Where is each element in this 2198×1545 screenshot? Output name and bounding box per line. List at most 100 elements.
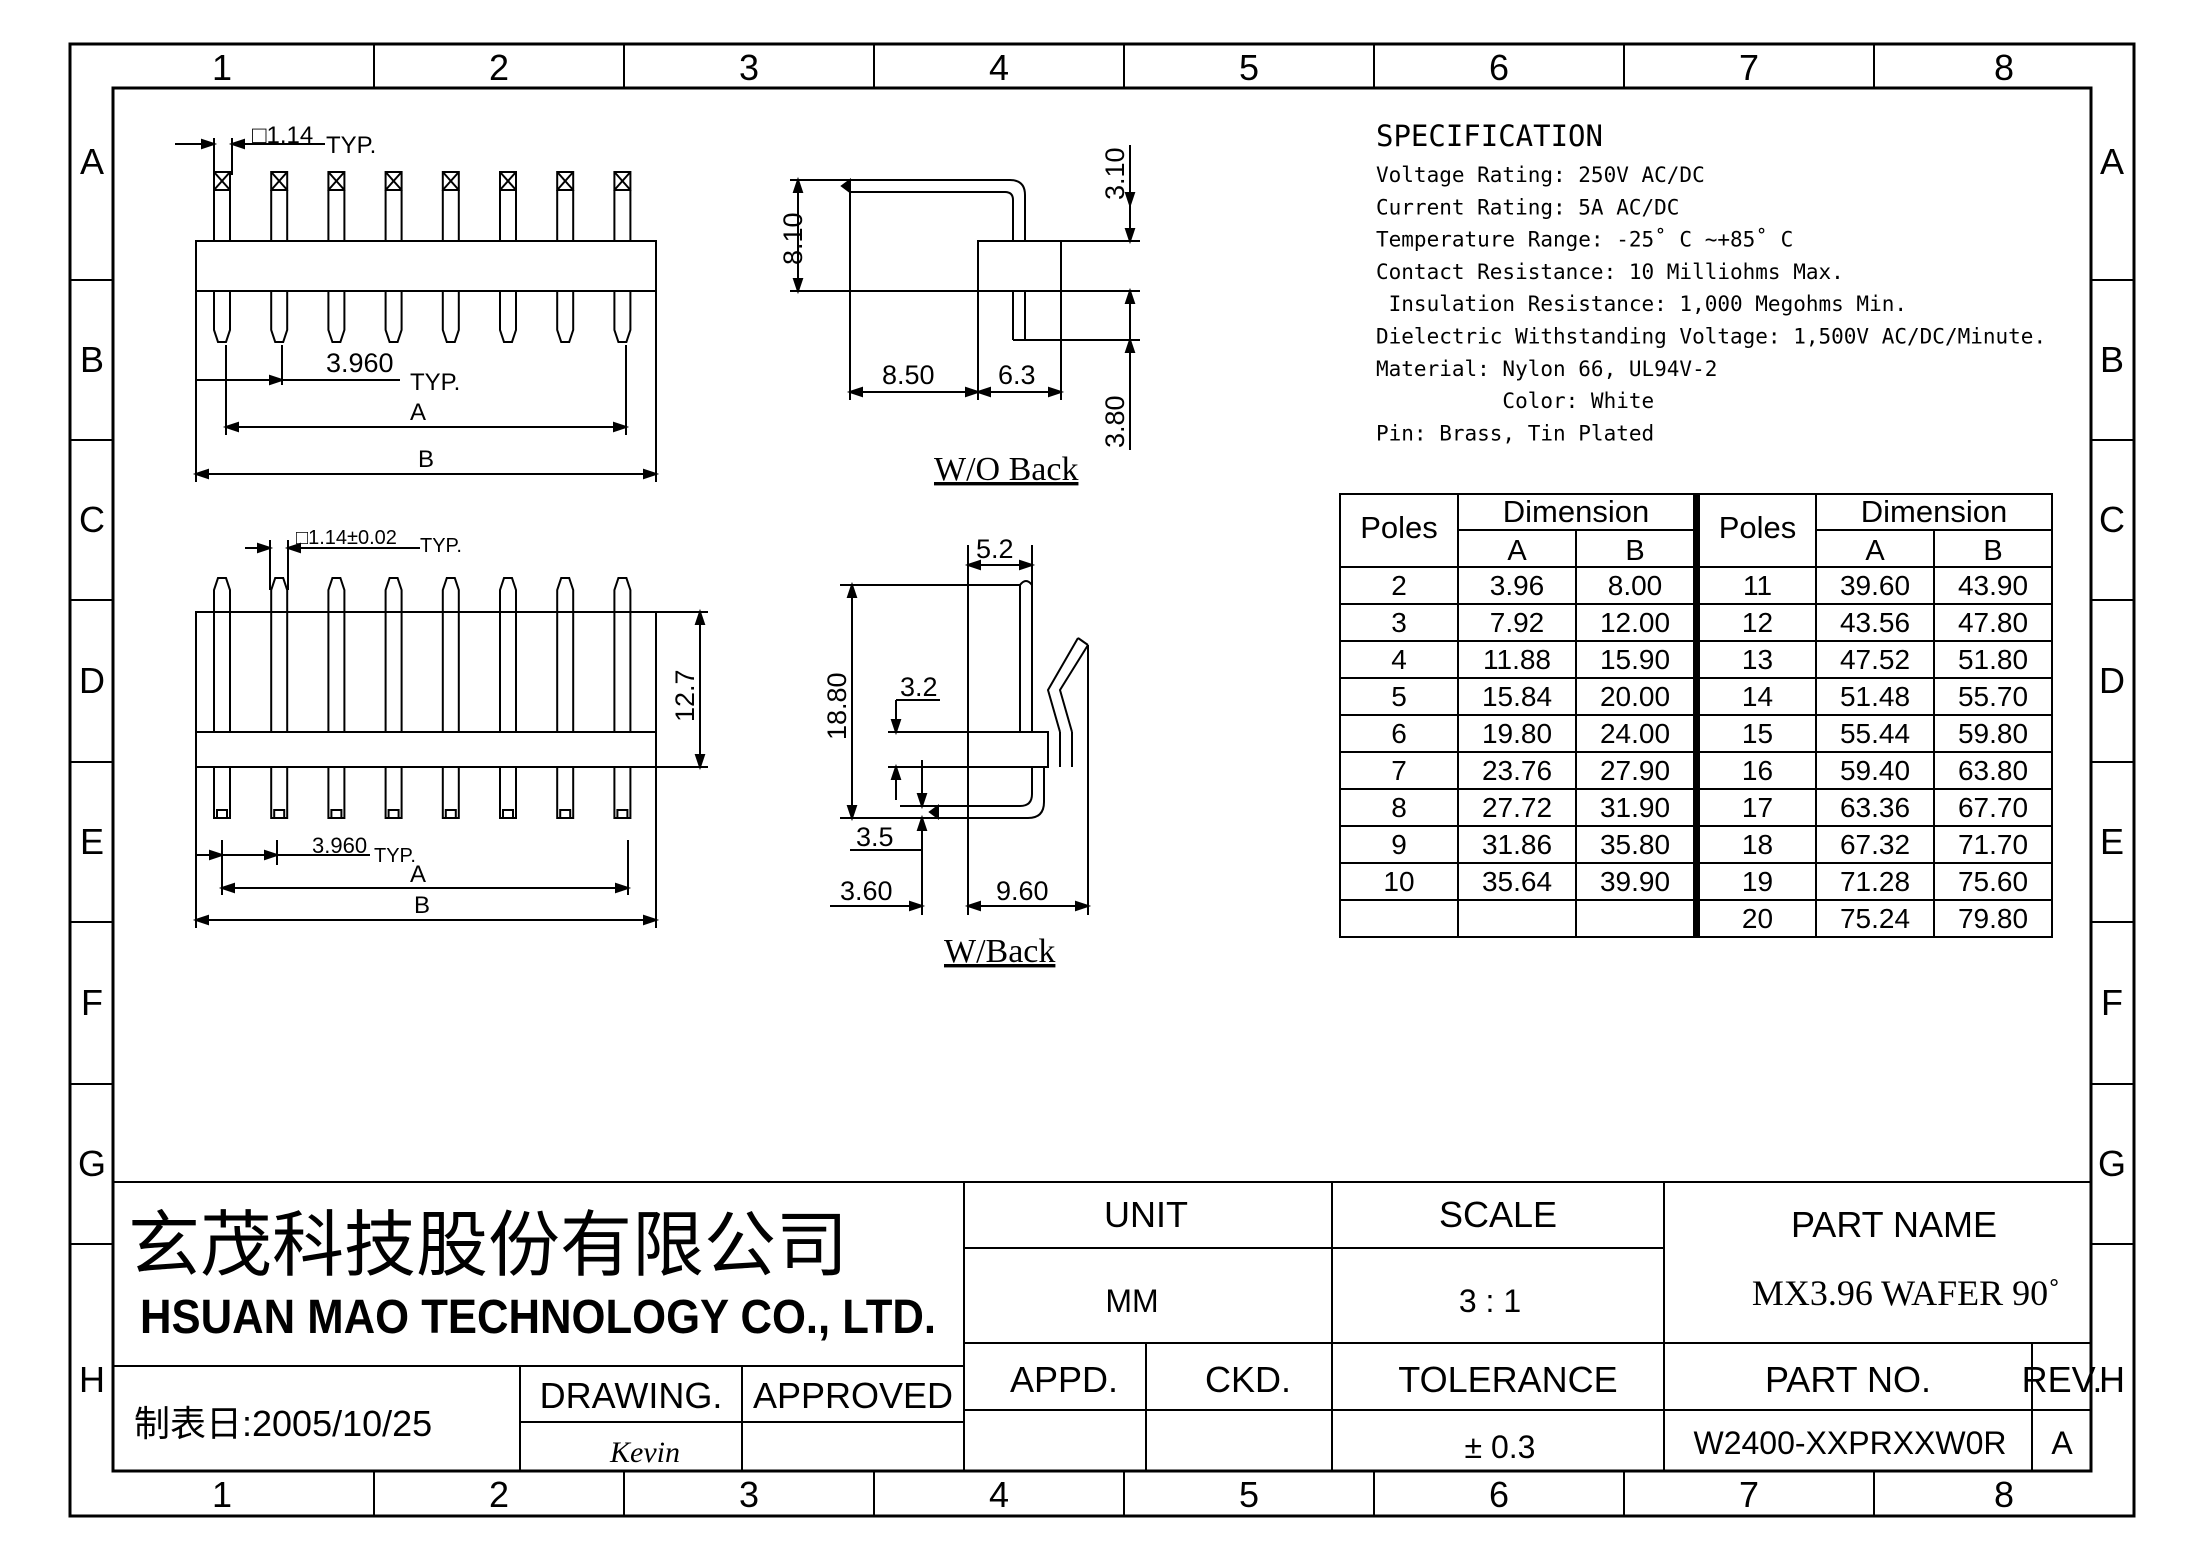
- pin-tip-marker: [270, 171, 289, 191]
- table-cell: 7: [1391, 755, 1407, 786]
- table-cell: 15: [1742, 718, 1773, 749]
- grid-column-label: 5: [1239, 1474, 1259, 1515]
- pin-tip-marker: [559, 809, 572, 819]
- table-cell: 11.88: [1483, 644, 1551, 675]
- pin-square-label: □1.14: [252, 122, 313, 149]
- table-cell: 7.92: [1490, 607, 1545, 638]
- pin-tip-marker: [327, 171, 346, 191]
- front-top-labels: □1.14 TYP. 3.960 TYP. A B: [252, 122, 460, 473]
- side-bottom-labels: 5.2 18.80 3.2 3.5 3.60 9.60 W/Back: [822, 534, 1055, 970]
- table-cell: 71.28: [1840, 866, 1910, 897]
- approved-label: APPROVED: [753, 1375, 953, 1416]
- grid-row-label: E: [80, 821, 104, 862]
- dim-b-bottom-label: B: [414, 892, 430, 919]
- table-cell: 6: [1391, 718, 1407, 749]
- grid-column-label: 8: [1994, 1474, 2014, 1515]
- drawing-signature: Kevin: [609, 1436, 680, 1469]
- table-cell: 16: [1742, 755, 1773, 786]
- table-cell: 51.48: [1840, 681, 1910, 712]
- table-cell: 8.00: [1608, 570, 1663, 601]
- table-cell: 75.60: [1958, 866, 2028, 897]
- company-name-cn: 玄茂科技股份有限公司: [128, 1203, 848, 1287]
- pin-lower: [499, 291, 517, 343]
- pin-upper: [327, 190, 346, 241]
- table-cell: 59.80: [1958, 718, 2028, 749]
- col-a-header: A: [1507, 535, 1527, 567]
- view-caption-back: W/Back: [944, 933, 1055, 970]
- housing-top: [195, 240, 657, 292]
- col-b-header: B: [1625, 535, 1644, 567]
- pin-upper: [384, 190, 403, 241]
- poles-header: Poles: [1360, 510, 1438, 545]
- grid-row-label: A: [80, 141, 104, 182]
- table-separator: [1693, 493, 1700, 938]
- latch-spring: [1046, 637, 1089, 733]
- pin-lower: [556, 291, 575, 343]
- grid-column-label: 7: [1739, 47, 1759, 88]
- top-label: 3.10: [1100, 147, 1130, 200]
- spec-line: Dielectric Withstanding Voltage: 1,500V …: [1376, 325, 2046, 349]
- ckd-label: CKD.: [1205, 1359, 1291, 1400]
- table-cell: 20: [1742, 903, 1773, 934]
- grid-row-label: B: [80, 339, 104, 380]
- height-label: 8.10: [778, 212, 808, 265]
- tolerance-value: ± 0.3: [1465, 1429, 1536, 1465]
- pin-upper: [441, 190, 460, 241]
- table-cell: 27.90: [1600, 755, 1670, 786]
- pin-upper: [270, 190, 289, 241]
- pin-upper: [327, 577, 346, 732]
- scale-label: SCALE: [1439, 1194, 1557, 1235]
- spec-line: Insulation Resistance: 1,000 Megohms Min…: [1376, 292, 1907, 316]
- table-cell: 12: [1742, 607, 1773, 638]
- width-label: 6.3: [998, 360, 1036, 390]
- table-cell: 5: [1391, 681, 1407, 712]
- grid-column-label: 3: [739, 47, 759, 88]
- back-latch: [1019, 580, 1033, 732]
- dim-a-label: A: [410, 399, 426, 426]
- height-127-label: 12.7: [670, 669, 700, 722]
- grid-column-label: 2: [489, 47, 509, 88]
- side-housing-top: [977, 240, 1062, 292]
- pin-upper: [213, 577, 231, 732]
- table-cell: 8: [1391, 792, 1407, 823]
- housing-bottom: [195, 731, 657, 768]
- bent-pin-top: [850, 179, 1026, 241]
- top-width-label: 5.2: [976, 534, 1014, 564]
- table-cell: 43.56: [1840, 607, 1910, 638]
- dim-a-bottom-label: A: [410, 861, 426, 888]
- table-cell: 43.90: [1958, 570, 2028, 601]
- table-cell: 9: [1391, 829, 1407, 860]
- grid-row-label: C: [79, 499, 105, 540]
- pin-tip-marker: [330, 809, 343, 819]
- side-view-with-back: [830, 545, 1092, 915]
- inner-frame: [111, 86, 2093, 1473]
- table-cell: 20.00: [1600, 681, 1670, 712]
- grid-column-label: 5: [1239, 47, 1259, 88]
- table-cell: 31.90: [1600, 792, 1670, 823]
- table-cell: 55.44: [1840, 718, 1910, 749]
- grid-column-label: 7: [1739, 1474, 1759, 1515]
- pitch-bottom-typ-label: TYP.: [374, 845, 416, 867]
- pitch-bottom-label: 3.960: [312, 833, 367, 858]
- table-cell: 10: [1383, 866, 1414, 897]
- part-name-value: MX3.96 WAFER 90˚: [1752, 1273, 2060, 1313]
- date-label: 制表日:2005/10/25: [134, 1403, 432, 1444]
- bent-pin-bottom: [938, 767, 1045, 819]
- pin-tip-marker: [502, 809, 514, 819]
- title-block: [113, 1181, 2091, 1471]
- table-cell: 63.80: [1958, 755, 2028, 786]
- table-cell: 31.86: [1482, 829, 1552, 860]
- dimension-header: Dimension: [1861, 494, 2007, 529]
- spec-line: Voltage Rating: 250V AC/DC: [1376, 163, 1705, 187]
- pitch-label: 3.960: [326, 348, 394, 378]
- pin-lower: [384, 291, 403, 343]
- pin-lower: [270, 291, 289, 343]
- pin-upper: [384, 577, 403, 732]
- pin-upper: [556, 577, 575, 732]
- table-cell: 47.52: [1840, 644, 1910, 675]
- height-1880-label: 18.80: [822, 672, 852, 740]
- table-cell: 35.80: [1600, 829, 1670, 860]
- spec-line: Material: Nylon 66, UL94V-2: [1376, 357, 1717, 381]
